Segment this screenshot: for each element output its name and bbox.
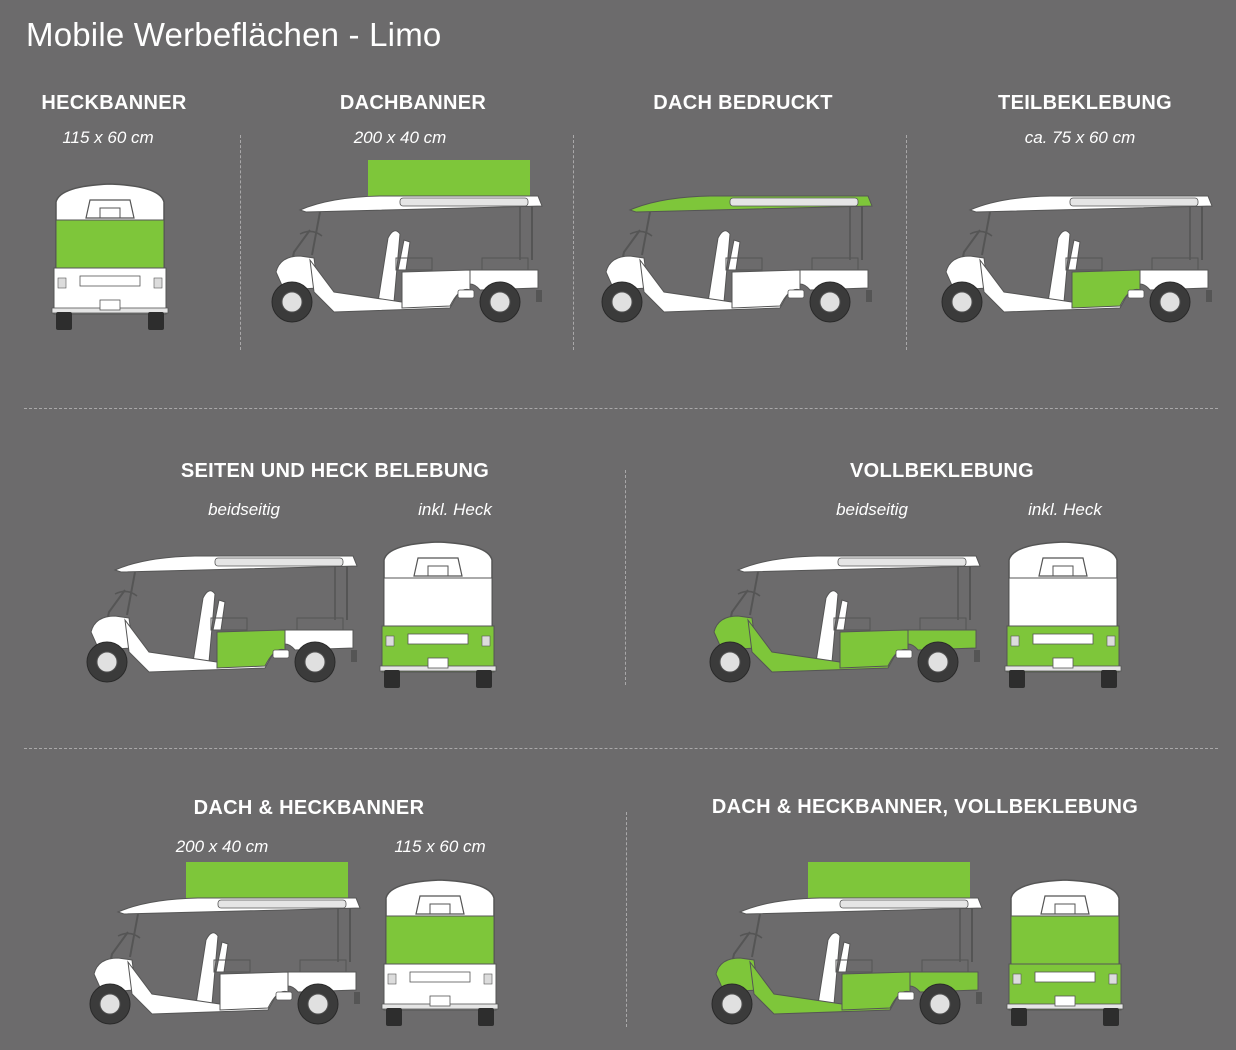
tuktuk-rear-view	[1004, 541, 1122, 688]
separator-vertical	[573, 135, 574, 350]
heckbanner-size: 115 x 60 cm	[62, 128, 154, 147]
seiten-heck-title: SEITEN UND HECK BELEBUNG	[180, 460, 490, 482]
dachbanner-size: 200 x 40 cm	[353, 128, 447, 147]
teilbeklebung-size: ca. 75 x 60 cm	[1024, 128, 1136, 147]
dach-heckbanner-right-label: 115 x 60 cm	[394, 837, 486, 856]
roof-banner	[186, 862, 348, 898]
tuktuk-side-view	[601, 195, 873, 323]
roof-banner	[368, 160, 530, 196]
tuktuk-rear-view	[51, 183, 169, 330]
tuktuk-side-view	[86, 555, 358, 683]
dach-heckbanner-title: DACH & HECKBANNER	[193, 797, 425, 819]
heckbanner-title: HECKBANNER	[41, 92, 187, 114]
tuktuk-side-view	[271, 160, 543, 323]
separator-horizontal	[24, 408, 1218, 409]
seiten-heck-right-label: inkl. Heck	[418, 500, 492, 519]
seiten-heck-left-label: beidseitig	[208, 500, 280, 519]
roof-banner	[808, 862, 970, 898]
dach-heckbanner-left-label: 200 x 40 cm	[175, 837, 269, 856]
separator-vertical	[240, 135, 241, 350]
dach-bedruckt-title: DACH BEDRUCKT	[653, 92, 833, 114]
vollbeklebung-left-label: beidseitig	[836, 500, 908, 519]
tuktuk-side-view	[709, 555, 981, 683]
vollbeklebung-right-label: inkl. Heck	[1028, 500, 1102, 519]
separator-vertical	[625, 470, 626, 685]
separator-vertical	[626, 812, 627, 1027]
vollbeklebung-title: VOLLBEKLEBUNG	[850, 460, 1034, 482]
tuktuk-rear-view	[381, 879, 499, 1026]
tuktuk-rear-view	[1006, 879, 1124, 1026]
dachbanner-title: DACHBANNER	[339, 92, 487, 114]
separator-vertical	[906, 135, 907, 350]
tuktuk-side-view	[89, 862, 361, 1025]
tuktuk-side-view	[941, 195, 1213, 323]
separator-horizontal	[24, 748, 1218, 749]
tuktuk-side-view	[711, 862, 983, 1025]
dach-heckbanner-voll-title: DACH & HECKBANNER, VOLLBEKLEBUNG	[711, 796, 1139, 818]
teilbeklebung-title: TEILBEKLEBUNG	[998, 92, 1172, 114]
page-title: Mobile Werbeflächen - Limo	[26, 16, 442, 53]
tuktuk-rear-view	[379, 541, 497, 688]
